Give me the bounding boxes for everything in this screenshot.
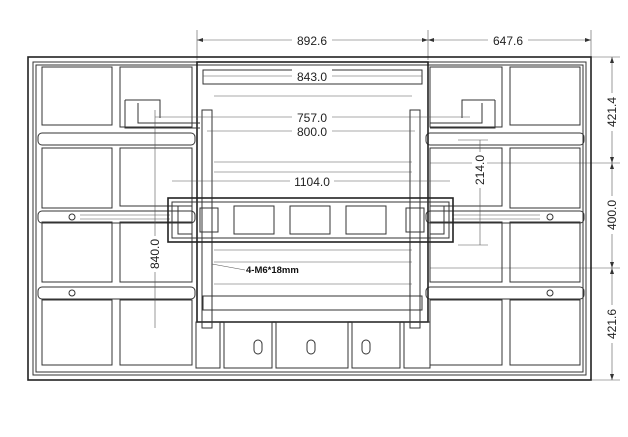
dim-bracket-height: 214.0	[473, 155, 487, 185]
dim-mount-outer: 843.0	[297, 70, 327, 84]
wall-bracket	[167, 197, 454, 243]
dim-right-bottom: 421.6	[605, 309, 619, 339]
dim-mount-inner: 800.0	[297, 125, 327, 139]
inner-dimensions: 843.0 757.0 800.0 1104.0 214.0 840.0	[147, 69, 488, 328]
dim-right-top: 421.4	[605, 97, 619, 127]
left-panels	[41, 66, 193, 366]
top-dimension: 892.6 647.6	[196, 30, 592, 60]
vertical-rails	[201, 109, 421, 329]
screw-spec-label: 4-M6*18mm	[246, 265, 299, 276]
dim-vertical-span: 840.0	[148, 239, 162, 269]
dim-top-left: 892.6	[297, 34, 327, 48]
screw-note: 4-M6*18mm	[211, 263, 299, 276]
horizontal-rails	[37, 132, 585, 300]
bottom-connectors	[195, 321, 431, 369]
dim-top-right: 647.6	[493, 34, 523, 48]
dim-bracket-width: 1104.0	[294, 175, 330, 189]
center-plate	[196, 61, 429, 323]
dim-right-mid: 400.0	[605, 200, 619, 230]
dim-mount-mid: 757.0	[297, 111, 327, 125]
right-dimension: 421.4 400.0 421.6	[430, 56, 620, 381]
hooks	[124, 99, 496, 129]
